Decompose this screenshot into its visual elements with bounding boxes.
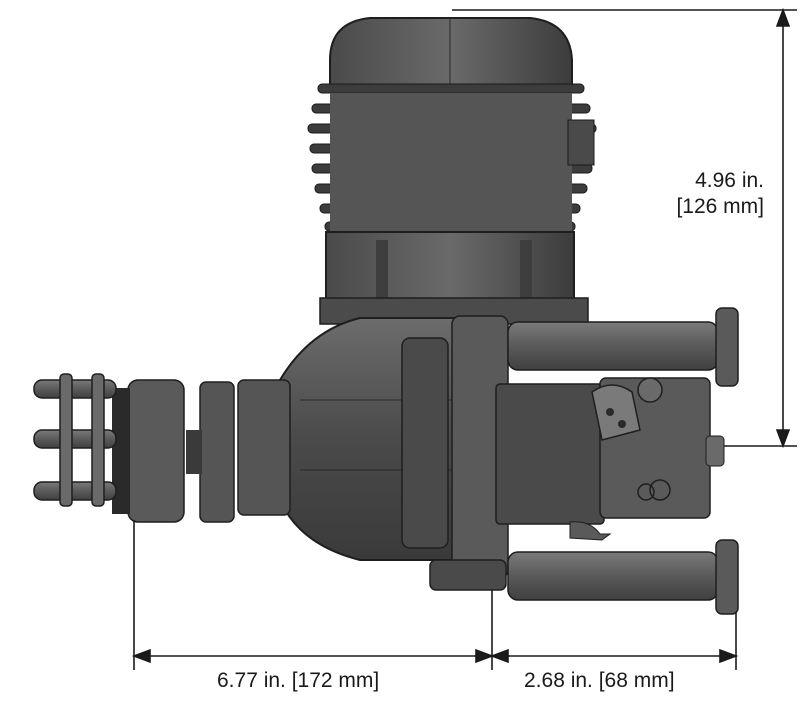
standoff-upper [507,307,739,387]
dimension-lines [131,7,797,670]
cylinder-barrel [319,231,589,325]
prop-bolts [33,373,117,507]
cooling-fins [307,83,597,235]
carburetor [495,377,725,541]
mount-flange [401,315,509,591]
cylinder-head [329,17,573,87]
standoff-lower [507,539,739,615]
length-main-dimension-label: 6.77 in. [172 mm] [217,669,380,692]
height-imperial: 4.96 in. [695,169,764,192]
prop-hub [112,379,235,523]
height-metric: [126 mm] [676,195,764,219]
length-rear-dimension-label: 2.68 in. [68 mm] [524,669,675,692]
height-dimension-label: 4.96 in. [126 mm] [652,168,764,221]
